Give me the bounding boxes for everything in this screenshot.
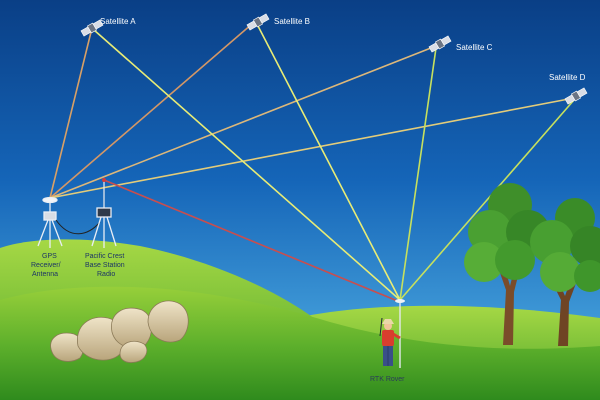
signal-rover-to-sat-b (257, 25, 401, 301)
tree-trunk (552, 276, 578, 346)
gps-antenna-icon (42, 196, 58, 204)
operator-hat (382, 319, 394, 324)
tree-front (530, 198, 600, 346)
rock (119, 340, 148, 363)
satellite-panel-icon (440, 35, 452, 46)
radio-label-line-1: Pacific Crest (85, 253, 124, 260)
signal-radio-to-rover (103, 179, 401, 303)
signal-lines (49, 23, 575, 303)
tree-foliage (540, 252, 580, 292)
satellite-panel-icon (92, 19, 104, 30)
gps-receiver-tripod (37, 196, 63, 248)
radio-label-line-3: Radio (97, 271, 115, 278)
satellite-a (80, 19, 104, 37)
rock-pile (50, 300, 189, 363)
rtk-rover-label: RTK Rover (370, 376, 405, 383)
operator-shirt (382, 330, 394, 346)
rock (147, 300, 189, 343)
satellite-b-label: Satellite B (274, 17, 310, 26)
tree-foliage (570, 226, 600, 266)
satellite-d-label: Satellite D (549, 73, 586, 82)
signal-rover-to-sat-a (93, 29, 401, 301)
signal-rover-to-sat-c (399, 47, 437, 301)
signal-rover-to-sat-d (399, 99, 575, 301)
satellite-c-label: Satellite C (456, 43, 493, 52)
operator-arm (392, 332, 401, 340)
radio-label-line-2: Base Station (85, 262, 125, 269)
satellite-c (428, 35, 452, 53)
satellite-panel-icon (258, 13, 270, 24)
cable (55, 219, 101, 235)
tree-foliage (574, 260, 600, 292)
tree-foliage (495, 240, 535, 280)
satellite-a-label: Satellite A (100, 17, 136, 26)
rover-whip-antenna-icon (379, 317, 383, 337)
gps-receiver-icon (43, 211, 57, 221)
satellite-panel-icon (576, 87, 588, 98)
signal-base-to-sat-a (49, 27, 93, 199)
satellite-d (564, 87, 588, 105)
gps-label-line-1: GPS (42, 253, 57, 260)
base-radio-tripod (91, 178, 117, 248)
rtk-rover-operator (379, 299, 405, 368)
gps-label-line-2: Receiver/ (31, 262, 61, 269)
tree-foliage (464, 242, 504, 282)
signal-base-to-sat-b (49, 23, 253, 199)
gps-label-line-3: Antenna (32, 271, 58, 278)
satellite-b (246, 13, 270, 31)
tree-trunk (499, 262, 521, 345)
signal-base-to-sat-c (49, 45, 437, 199)
signal-base-to-sat-d (49, 97, 575, 199)
radio-unit-icon (96, 207, 112, 218)
tree-back (464, 183, 550, 345)
rover-antenna-icon (395, 299, 405, 303)
